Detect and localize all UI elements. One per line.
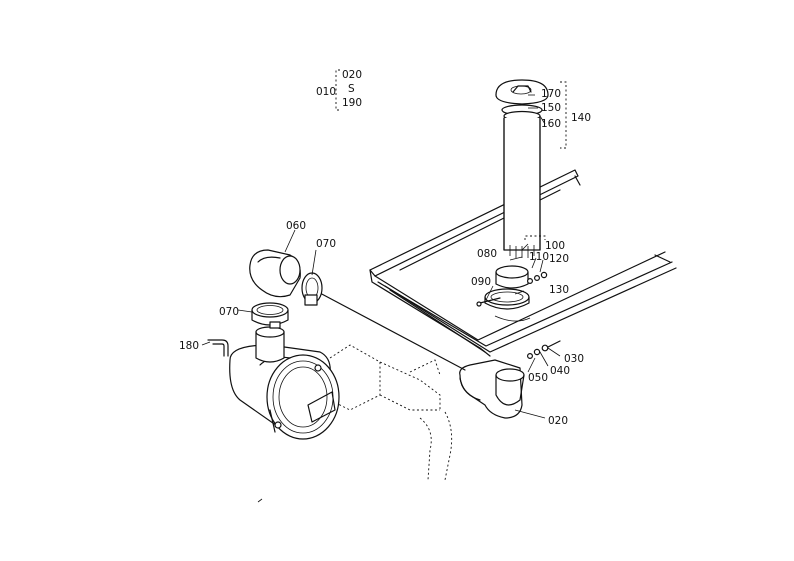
label-150: 150 — [541, 102, 561, 114]
label-190: 190 — [342, 97, 362, 109]
label-range-tilde: S — [348, 83, 355, 95]
upper-elbow — [249, 249, 301, 298]
label-100: 100 — [545, 240, 565, 252]
hose-clamp-upper — [301, 272, 323, 306]
label-170: 170 — [541, 88, 561, 100]
label-060: 060 — [286, 220, 306, 232]
label-160: 160 — [541, 118, 561, 130]
label-090: 090 — [471, 276, 491, 288]
u-bolt — [207, 339, 229, 357]
label-020: 020 — [548, 415, 568, 427]
group-bracket — [335, 69, 340, 111]
label-010: 010 — [316, 86, 336, 98]
hose-clamp-lower — [251, 302, 289, 329]
label-070-upper: 070 — [316, 238, 336, 250]
label-040: 040 — [550, 365, 570, 377]
label-180: 180 — [179, 340, 199, 352]
intake-pipe-assembly — [495, 79, 549, 258]
label-130: 130 — [549, 284, 569, 296]
bracket-100 — [524, 235, 546, 240]
label-080: 080 — [477, 248, 497, 260]
frame-plate — [369, 169, 677, 357]
label-030: 030 — [564, 353, 584, 365]
label-050: 050 — [528, 372, 548, 384]
leader-lines — [201, 94, 561, 419]
label-110: 110 — [529, 251, 549, 263]
connecting-hose — [317, 291, 466, 481]
label-070-lower: 070 — [219, 306, 239, 318]
label-140: 140 — [571, 112, 591, 124]
label-020-range-start: 020 — [342, 69, 362, 81]
callout-labels: 010 020 S 190 170 150 160 140 100 080 11… — [179, 69, 591, 427]
lower-elbow — [459, 340, 561, 419]
air-cleaner — [229, 326, 340, 440]
label-120: 120 — [549, 253, 569, 265]
